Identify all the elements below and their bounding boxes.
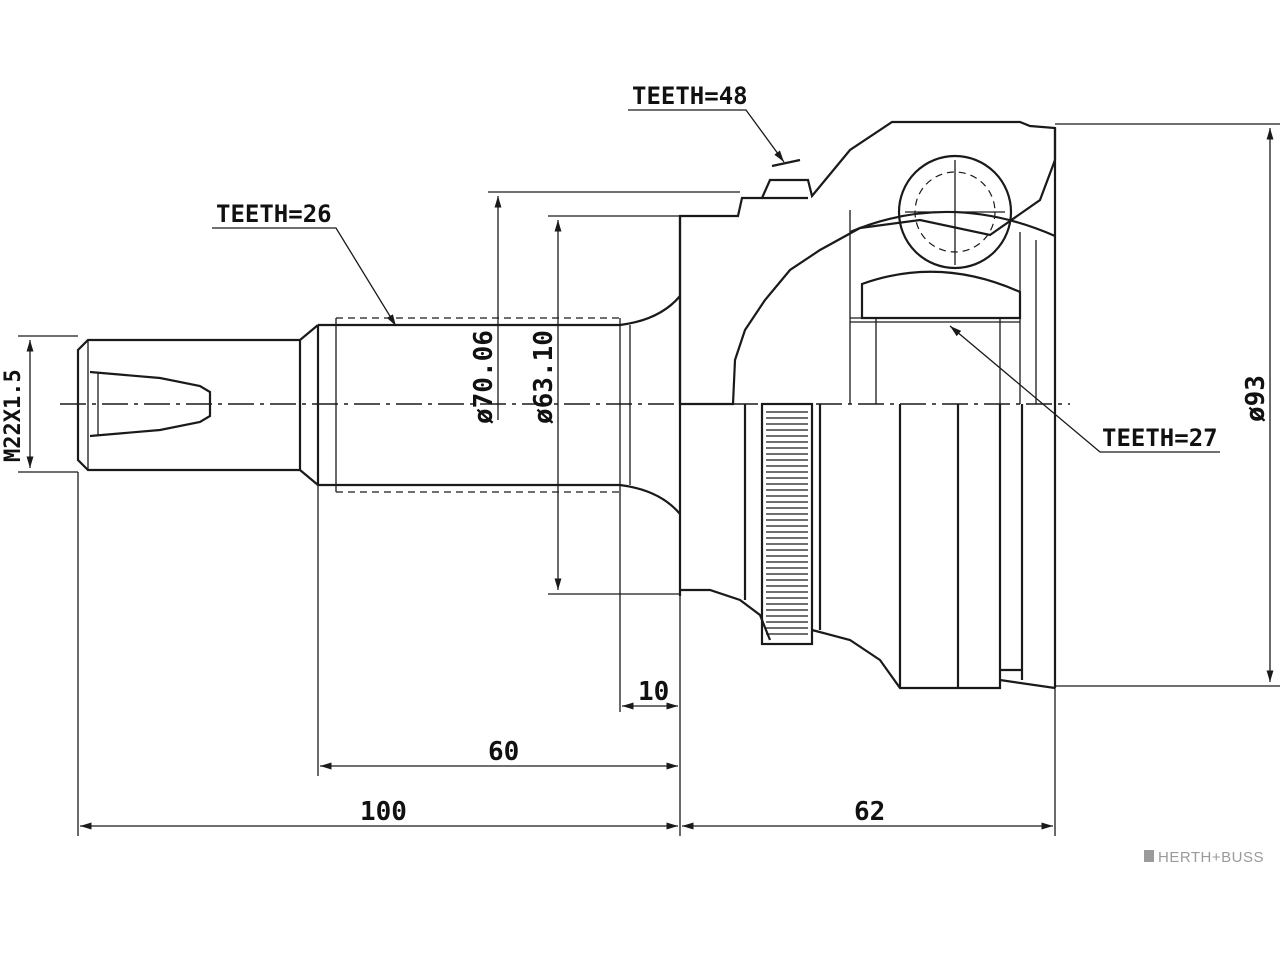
- inner-race: [849, 210, 1056, 404]
- outer-body-lower: [680, 402, 1056, 690]
- dia-63-label: ø63.10: [529, 330, 559, 424]
- teeth-26-label: TEETH=26: [216, 200, 332, 228]
- teeth-27-label: TEETH=27: [1102, 424, 1218, 452]
- brand-name: HERTH+BUSS: [1158, 849, 1264, 866]
- splined-shaft: [318, 295, 681, 515]
- leader-lines: [212, 109, 1220, 453]
- dia-93-label: ø93: [1241, 375, 1271, 422]
- dimension-lines: [18, 123, 1280, 836]
- dim-10-label: 10: [638, 677, 669, 707]
- housing-section: [678, 120, 1057, 688]
- dim-62-label: 62: [854, 797, 885, 827]
- thread-label: M22X1.5: [1, 369, 26, 462]
- teeth-48-label: TEETH=48: [632, 82, 748, 110]
- abs-ring: [766, 411, 808, 635]
- threaded-shaft-end: [76, 324, 320, 486]
- brand-logo-icon: [1144, 850, 1154, 862]
- dim-100-label: 100: [360, 797, 407, 827]
- brand-watermark: HERTH+BUSS: [1144, 849, 1264, 866]
- ball-cage: [897, 154, 1013, 270]
- dim-60-label: 60: [488, 737, 519, 767]
- dia-70-label: ø70.06: [469, 330, 499, 424]
